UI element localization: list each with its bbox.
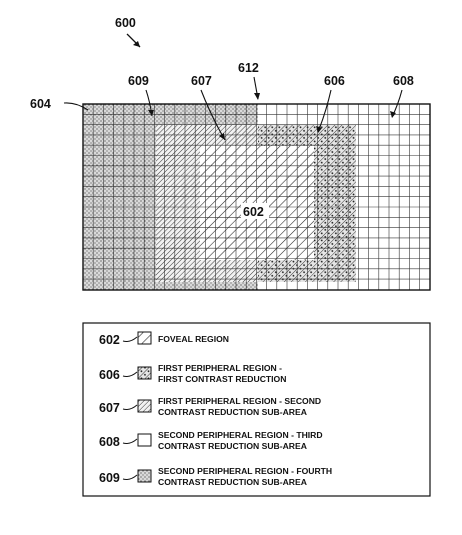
legend-ref-number: 608 — [99, 435, 120, 449]
leader-604 — [63, 102, 89, 111]
legend-item-609: 609 SECOND PERIPHERAL REGION - FOURTHCONT… — [99, 466, 332, 487]
display-border — [82, 103, 431, 291]
callout-602: 602 — [243, 205, 264, 219]
legend-swatch — [137, 399, 152, 413]
leader-608-arrowhead — [390, 111, 396, 118]
figure-arrowhead — [133, 41, 140, 47]
legend-swatch — [137, 366, 152, 380]
leader-607-arrowhead — [219, 133, 225, 140]
legend-ref-number: 609 — [99, 471, 120, 485]
legend-label-line: FIRST CONTRAST REDUCTION — [158, 374, 286, 384]
callout-608: 608 — [393, 74, 414, 88]
leader-612-arrowhead — [254, 93, 260, 100]
legend-item-608: 608 SECOND PERIPHERAL REGION - THIRDCONTR… — [99, 430, 323, 451]
legend-ref-number: 602 — [99, 333, 120, 347]
legend-item-606: 606 FIRST PERIPHERAL REGION -FIRST CONTRA… — [99, 363, 286, 384]
legend-swatch — [137, 469, 152, 483]
legend-label-line: SECOND PERIPHERAL REGION - THIRD — [158, 430, 323, 440]
callout-612: 612 — [238, 61, 259, 75]
legend-leader — [122, 371, 138, 377]
legend-swatch — [137, 433, 152, 447]
pixel-grid — [83, 104, 430, 290]
legend-leader — [122, 404, 138, 410]
legend-label-line: CONTRAST REDUCTION SUB-AREA — [158, 477, 307, 487]
legend-leader — [122, 336, 138, 342]
callout-609: 609 — [128, 74, 149, 88]
legend-label-line: CONTRAST REDUCTION SUB-AREA — [158, 441, 307, 451]
legend-label-line: FIRST PERIPHERAL REGION - — [158, 363, 282, 373]
legend-ref-number: 607 — [99, 401, 120, 415]
label-602-bg — [241, 203, 269, 219]
legend-label-line: FOVEAL REGION — [158, 334, 229, 344]
legend-ref-number: 606 — [99, 368, 120, 382]
legend-item-602: 602 FOVEAL REGION — [99, 331, 229, 347]
legend-leader — [122, 474, 138, 480]
leader-609-arrowhead — [148, 110, 154, 116]
legend-swatch — [137, 331, 152, 345]
legend-label-line: SECOND PERIPHERAL REGION - FOURTH — [158, 466, 332, 476]
legend-label-line: FIRST PERIPHERAL REGION - SECOND — [158, 396, 321, 406]
legend-label-line: CONTRAST REDUCTION SUB-AREA — [158, 407, 307, 417]
legend-item-607: 607 FIRST PERIPHERAL REGION - SECONDCONTR… — [99, 396, 321, 417]
callout-604: 604 — [30, 97, 51, 111]
leader-606-arrowhead — [316, 126, 322, 133]
callout-607: 607 — [191, 74, 212, 88]
figure-number: 600 — [115, 16, 136, 30]
legend-leader — [122, 438, 138, 444]
callout-606: 606 — [324, 74, 345, 88]
